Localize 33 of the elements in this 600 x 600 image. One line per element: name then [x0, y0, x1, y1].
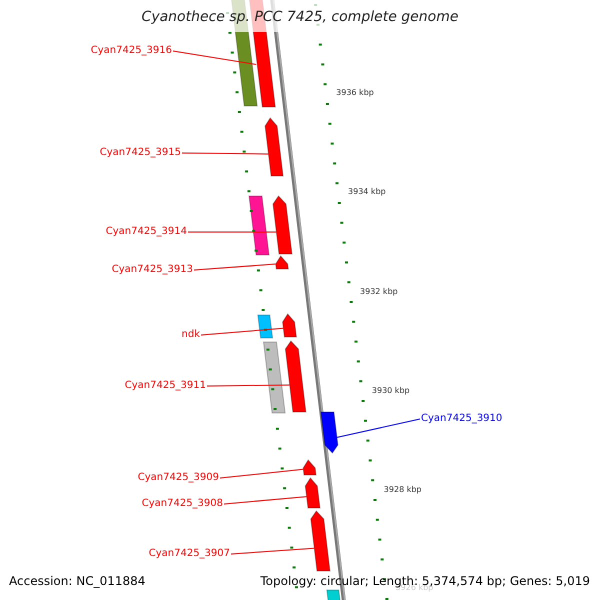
gene-label: Cyan7425_3910	[421, 413, 502, 425]
leader-line	[182, 152, 269, 154]
scale-label: 3928 kbp	[384, 485, 422, 495]
leader-line	[172, 50, 257, 65]
gene-label: Cyan7425_3911	[124, 380, 206, 392]
gene-label: Cyan7425_3916	[90, 45, 172, 57]
leader-line	[194, 264, 276, 270]
accession-text: Accession: NC_011884	[9, 575, 146, 587]
gene-label: Cyan7425_3908	[142, 498, 223, 510]
leader-line	[220, 468, 304, 478]
title: Cyanothece sp. PCC 7425, complete genome	[140, 9, 460, 25]
gene-label: Cyan7425_3914	[106, 226, 187, 238]
scale-label: 3936 kbp	[336, 88, 374, 98]
leader-line	[224, 496, 308, 504]
scale-label: 3934 kbp	[348, 187, 386, 197]
gene-block	[320, 412, 338, 454]
leader-line	[206, 384, 290, 386]
gene-label: Cyan7425_3909	[138, 472, 219, 484]
gene-block	[264, 117, 284, 176]
leader-line	[200, 328, 284, 336]
scale-label: 3930 kbp	[372, 386, 410, 396]
gene-block	[302, 459, 317, 476]
gene-label: Cyan7425_3913	[112, 264, 193, 276]
gene-label: Cyan7425_3915	[100, 147, 181, 159]
gene-label: ndk	[182, 329, 200, 341]
leader-line	[230, 548, 315, 554]
gene-block	[282, 313, 297, 338]
gene-label: Cyan7425_3907	[148, 548, 230, 560]
leader-line	[188, 231, 277, 232]
scale-label: 3932 kbp	[360, 287, 398, 297]
leader-line	[336, 418, 420, 438]
gene-block	[284, 340, 306, 412]
gene-block	[275, 255, 289, 270]
